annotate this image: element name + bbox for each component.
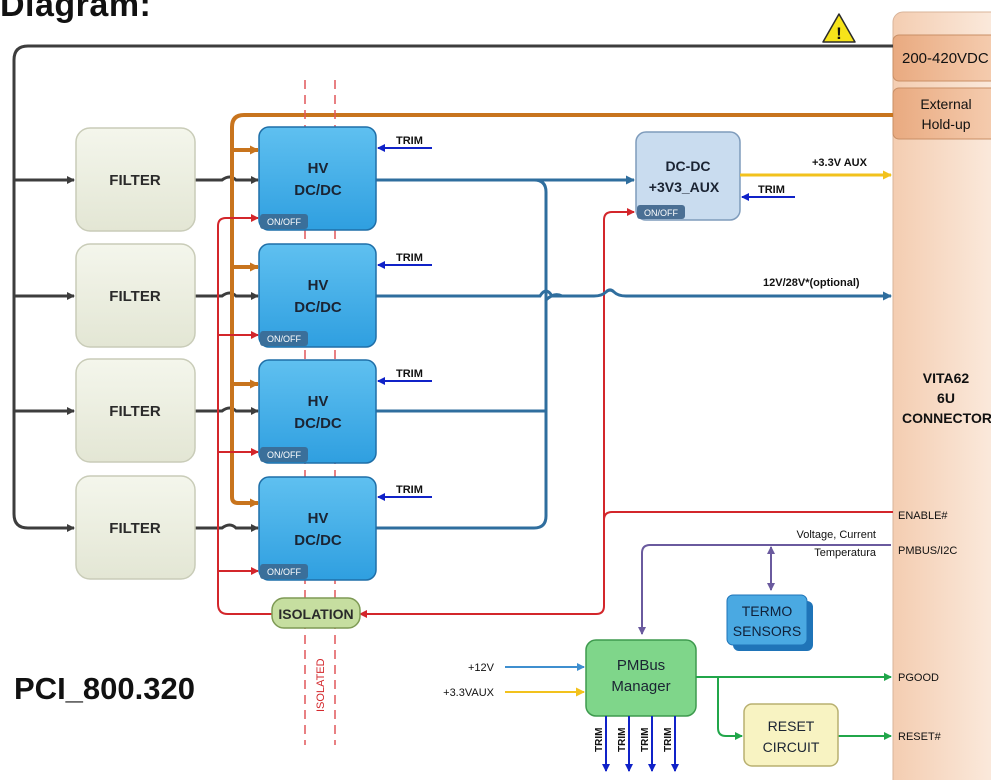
reset-drive-line: [717, 677, 743, 740]
pmbus-line: [638, 544, 891, 635]
main-output-line: [376, 288, 892, 301]
svg-text:DC/DC: DC/DC: [294, 532, 342, 549]
pin-pmbus: PMBUS/I2C: [898, 545, 957, 557]
hv-dcdc-block-1: HV DC/DC ON/OFF: [258, 126, 377, 231]
svg-text:HV: HV: [308, 277, 329, 294]
enable-aux-line: [603, 208, 635, 520]
filter-hv-link-2: [195, 291, 259, 300]
v33aux-label: +3.3VAUX: [443, 687, 495, 699]
trim-out-label-2: TRIM: [617, 728, 628, 752]
voltage-input-port: [892, 34, 991, 82]
svg-text:HV: HV: [308, 510, 329, 527]
svg-text:FILTER: FILTER: [109, 403, 161, 420]
pin-enable: ENABLE#: [898, 510, 948, 522]
termo-sensors-block: TERMO SENSORS: [726, 594, 813, 651]
model-name: PCI_800.320: [14, 671, 195, 706]
svg-text:DC/DC: DC/DC: [294, 415, 342, 432]
svg-text:DC/DC: DC/DC: [294, 182, 342, 199]
svg-text:DC/DC: DC/DC: [294, 299, 342, 316]
svg-text:Manager: Manager: [611, 678, 670, 695]
trim-label-aux: TRIM: [758, 184, 785, 196]
page-title: Diagram:: [0, 0, 152, 24]
hv-dcdc-block-4: HV DC/DC ON/OFF: [258, 476, 377, 581]
input-bus: [12, 44, 893, 532]
filter-block-2: FILTER: [75, 243, 196, 348]
svg-text:!: !: [836, 24, 842, 43]
svg-text:TERMO: TERMO: [742, 603, 793, 619]
svg-text:DC-DC: DC-DC: [665, 158, 710, 174]
onoff-label-2: ON/OFF: [267, 334, 301, 344]
trim-out-label-3: TRIM: [640, 728, 651, 752]
reset-circuit-block: RESET CIRCUIT: [743, 703, 839, 767]
holdup-bus: [230, 113, 893, 508]
svg-text:FILTER: FILTER: [109, 172, 161, 189]
holdup-label-line1: External: [920, 96, 971, 112]
trim-out-label-1: TRIM: [594, 728, 605, 752]
trim-label-3: TRIM: [396, 368, 423, 380]
filter-hv-link-3: [195, 406, 259, 415]
filter-hv-link-4: [195, 523, 259, 532]
connector-label-6u: 6U: [937, 390, 955, 406]
holdup-label-line2: Hold-up: [921, 116, 970, 132]
connector-label-connector: CONNECTOR: [902, 410, 991, 426]
svg-text:HV: HV: [308, 393, 329, 410]
svg-text:RESET: RESET: [768, 718, 815, 734]
svg-text:+3V3_AUX: +3V3_AUX: [649, 179, 720, 195]
isolation-block: ISOLATION: [271, 597, 361, 629]
isolated-label: ISOLATED: [315, 658, 327, 712]
trim-label-2: TRIM: [396, 252, 423, 264]
voltage-input-label: 200-420VDC: [902, 50, 989, 67]
svg-text:SENSORS: SENSORS: [733, 623, 801, 639]
onoff-label-3: ON/OFF: [267, 450, 301, 460]
filter-block-4: FILTER: [75, 475, 196, 580]
filter-block-1: FILTER: [75, 127, 196, 232]
hv-dcdc-block-3: HV DC/DC ON/OFF: [258, 359, 377, 464]
filter-hv-link-1: [195, 175, 259, 184]
output-bus-join: [544, 293, 594, 302]
svg-text:FILTER: FILTER: [109, 520, 161, 537]
aux-output-label: +3.3V AUX: [812, 157, 868, 169]
warning-icon: !: [822, 13, 856, 43]
hv-dcdc-block-2: HV DC/DC ON/OFF: [258, 243, 377, 348]
filter-block-3: FILTER: [75, 358, 196, 463]
connector-label-vita62: VITA62: [923, 370, 970, 386]
main-output-label: 12V/28V*(optional): [763, 277, 860, 289]
trim-label-4: TRIM: [396, 484, 423, 496]
telemetry-label-1: Voltage, Current: [797, 529, 877, 541]
svg-text:CIRCUIT: CIRCUIT: [763, 739, 820, 755]
svg-text:HV: HV: [308, 160, 329, 177]
onoff-label-4: ON/OFF: [267, 567, 301, 577]
trim-label-1: TRIM: [396, 135, 423, 147]
dcdc-aux-block: DC-DC +3V3_AUX ON/OFF: [635, 131, 741, 221]
onoff-bus: [217, 214, 272, 615]
vita62-connector: [892, 11, 991, 780]
output-bus: [376, 178, 548, 530]
telemetry-label-2: Temperatura: [814, 547, 877, 559]
pin-pgood: PGOOD: [898, 672, 939, 684]
onoff-label-aux: ON/OFF: [644, 208, 678, 218]
pin-reset: RESET#: [898, 731, 942, 743]
enable-line: [359, 511, 893, 618]
onoff-label-1: ON/OFF: [267, 217, 301, 227]
svg-text:ISOLATION: ISOLATION: [278, 606, 353, 622]
svg-text:PMBus: PMBus: [617, 657, 665, 674]
v12-label: +12V: [468, 662, 495, 674]
svg-text:FILTER: FILTER: [109, 288, 161, 305]
trim-out-label-4: TRIM: [663, 728, 674, 752]
pmbus-manager-block: PMBus Manager: [585, 639, 697, 717]
